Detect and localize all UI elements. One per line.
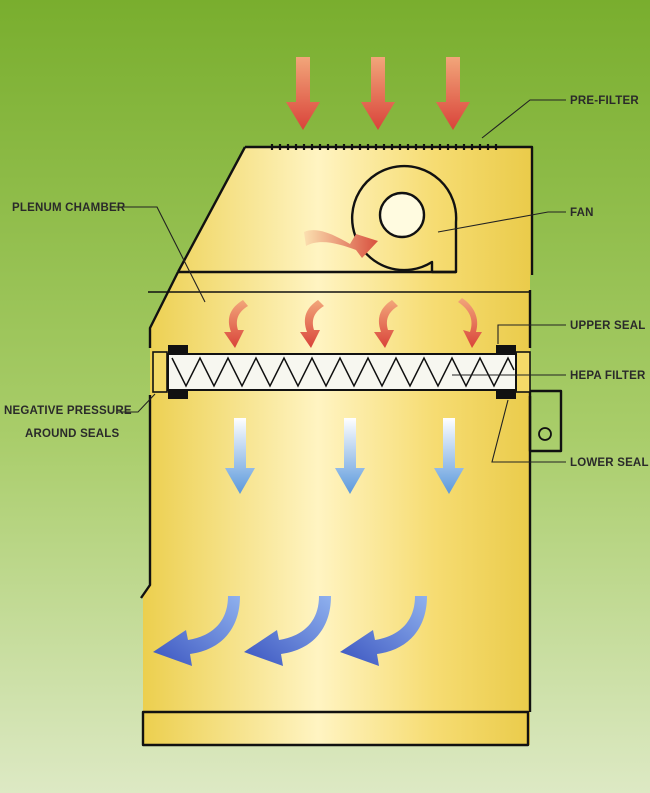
left-upper-seal (168, 345, 188, 353)
fan-flow-arrow (304, 230, 378, 258)
fan-housing (350, 164, 458, 274)
right-upper-seal (496, 345, 516, 353)
intake-arrow (361, 57, 395, 130)
pre-filter-grille (270, 144, 498, 150)
exit-arrow (244, 596, 331, 666)
fan-rotor (378, 191, 426, 239)
negative-pressure-leader (118, 393, 156, 413)
downflow-arrow (225, 418, 255, 494)
exit-arrows (153, 596, 427, 666)
plenum-left-wall (148, 271, 180, 348)
exit-arrow (153, 596, 240, 666)
plenum-arrow (300, 300, 324, 348)
plenum-leader (116, 206, 206, 303)
left-lower-seal (168, 391, 188, 399)
negative-pressure-label-line2: AROUND SEALS (25, 428, 120, 440)
lower-seal-label: LOWER SEAL (570, 457, 649, 469)
hepa-filter (167, 353, 517, 391)
lower-seal-leader (491, 399, 566, 463)
plenum-arrow (374, 300, 398, 348)
cabinet-body (143, 147, 532, 745)
exhaust-port-hole (538, 427, 552, 441)
exit-arrow (340, 596, 427, 666)
intake-arrow (286, 57, 320, 130)
intake-arrow (436, 57, 470, 130)
downflow-arrows (225, 418, 464, 494)
upper-seal-label: UPPER SEAL (570, 320, 646, 332)
hepa-filter-label: HEPA FILTER (570, 370, 646, 382)
fan-label: FAN (570, 207, 594, 219)
negative-pressure-label-line1: NEGATIVE PRESSURE (4, 405, 132, 417)
plenum-chamber-label: PLENUM CHAMBER (12, 202, 126, 214)
upper-seal-leader (497, 324, 566, 344)
plenum-arrow (224, 300, 248, 348)
work-area-left-wall (140, 395, 152, 599)
pre-filter-label: PRE-FILTER (570, 95, 639, 107)
cabinet-base (141, 710, 530, 747)
pre-filter-leader (481, 99, 566, 139)
downflow-arrow (335, 418, 365, 494)
fan-leader (437, 211, 566, 233)
intake-arrows (286, 57, 470, 130)
plenum-arrows (224, 298, 482, 348)
downflow-arrow (434, 418, 464, 494)
hepa-filter-pleats (171, 356, 515, 388)
right-lower-seal (496, 391, 516, 399)
left-seal-frame (152, 351, 168, 393)
right-seal-frame (515, 351, 531, 393)
plenum-arrow (458, 298, 482, 348)
cabinet-slant-edge (176, 146, 247, 273)
exhaust-port (528, 389, 563, 453)
cabinet-top-edge (245, 145, 534, 275)
